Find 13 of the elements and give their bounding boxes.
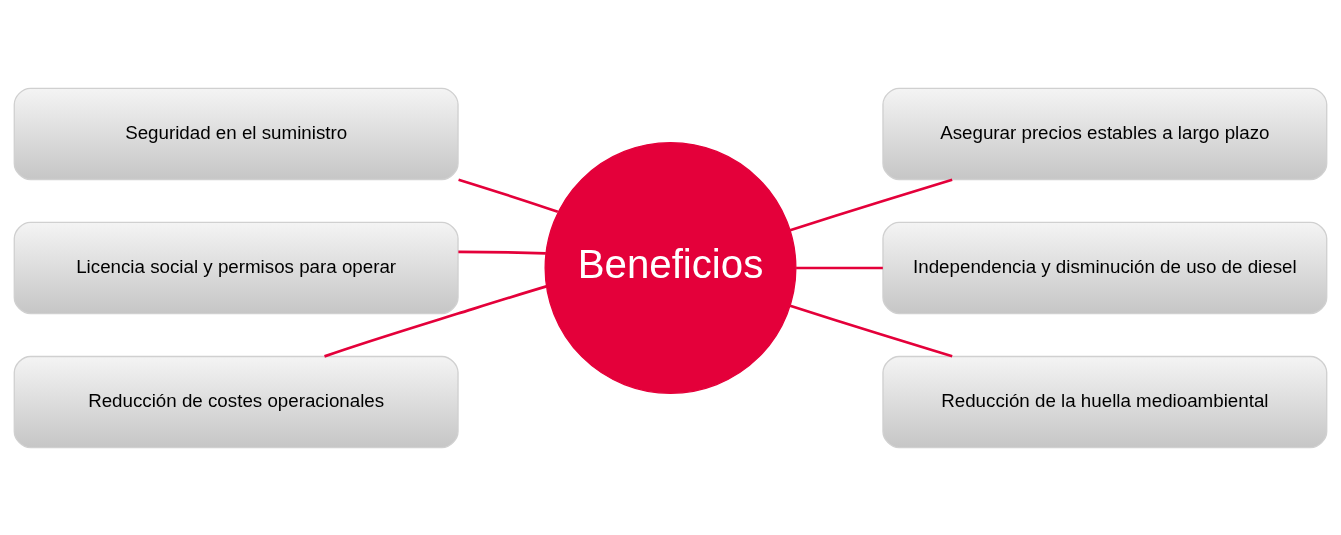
node-box: Independencia y disminución de uso de diesel [882, 221, 1328, 314]
connector [789, 177, 953, 231]
connector [796, 266, 883, 269]
node-box: Asegurar precios estables a largo plazo [882, 87, 1328, 180]
connector [789, 304, 953, 358]
node-box: Licencia social y permisos para operar [13, 221, 459, 314]
node-box: Reducción de costes operacionales [13, 355, 459, 448]
node-box: Reducción de la huella medioambiental [882, 355, 1328, 448]
connector [324, 284, 547, 358]
node-circle: Beneficios [544, 141, 797, 394]
node-box: Seguridad en el suministro [13, 87, 459, 180]
connector [458, 177, 559, 213]
connector [458, 250, 546, 255]
